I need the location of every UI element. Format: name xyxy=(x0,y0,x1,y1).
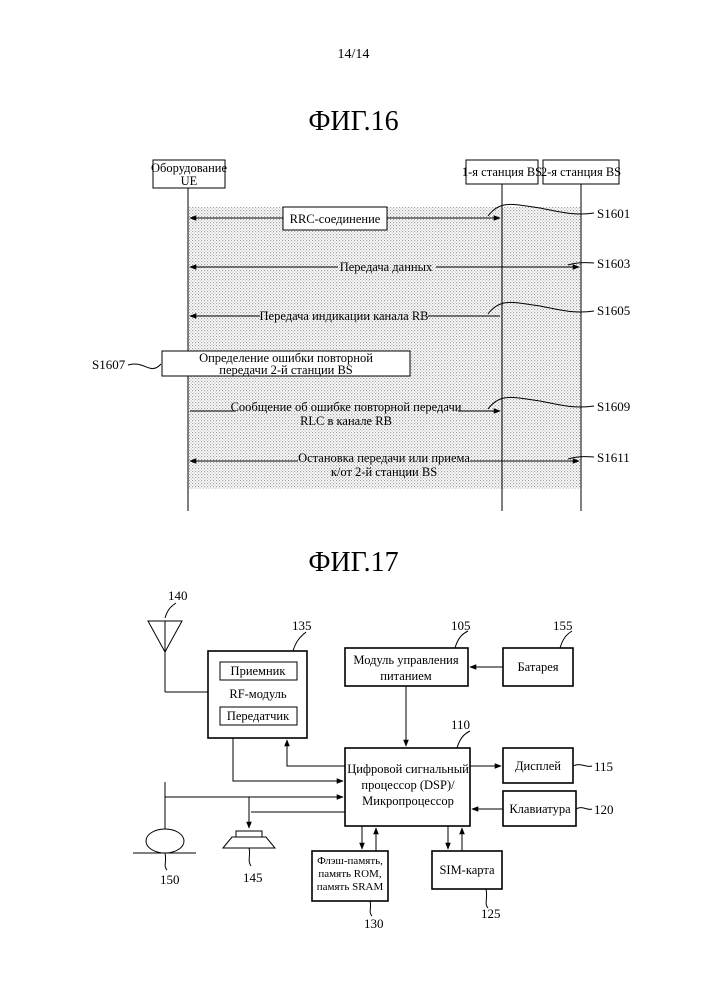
ref-135: 135 xyxy=(292,618,312,633)
entity-ue: Оборудование UE xyxy=(151,160,227,188)
entity-bs2: 2-я станция BS xyxy=(541,160,621,184)
process-determine-label-2: передачи 2-й станции BS xyxy=(219,363,353,377)
step-s1607: S1607 xyxy=(92,357,126,372)
receiver-label: Приемник xyxy=(231,664,287,678)
rf-module-label: RF-модуль xyxy=(229,687,287,701)
ref-120: 120 xyxy=(594,802,614,817)
step-s1601: S1601 xyxy=(597,206,630,221)
display-label: Дисплей xyxy=(515,759,561,773)
transmitter-label: Передатчик xyxy=(227,709,290,723)
ref-130: 130 xyxy=(364,916,384,931)
power-module-label-2: питанием xyxy=(380,669,431,683)
dsp-block: Цифровой сигнальный процессор (DSP)/ Мик… xyxy=(345,748,470,826)
step-s1605: S1605 xyxy=(597,303,630,318)
memory-label-3: память SRAM xyxy=(317,881,384,893)
sim-card-label: SIM-карта xyxy=(439,863,495,877)
ref-105: 105 xyxy=(451,618,471,633)
power-module-block: Модуль управления питанием xyxy=(345,648,468,686)
step-s1603: S1603 xyxy=(597,256,630,271)
power-module-label-1: Модуль управления xyxy=(353,653,458,667)
step-s1609: S1609 xyxy=(597,399,630,414)
sequence-diagram: Оборудование UE 1-я станция BS 2-я станц… xyxy=(92,160,630,511)
message-rlc-error-report: Сообщение об ошибке повторной передачи R… xyxy=(190,399,500,428)
entity-bs2-label: 2-я станция BS xyxy=(541,165,621,179)
memory-label-1: Флэш-память, xyxy=(317,855,383,867)
battery-label: Батарея xyxy=(517,660,558,674)
memory-label-2: память ROM, xyxy=(318,868,381,880)
message-rb-indication-label: Передача индикации канала RB xyxy=(260,309,429,323)
dsp-label-1: Цифровой сигнальный xyxy=(347,762,469,776)
ref-115: 115 xyxy=(594,759,613,774)
memory-block: Флэш-память, память ROM, память SRAM xyxy=(312,851,388,901)
message-rlc-label-1: Сообщение об ошибке повторной передачи xyxy=(231,400,462,414)
ref-140: 140 xyxy=(168,588,188,603)
antenna-icon xyxy=(148,603,208,692)
entity-bs1-label: 1-я станция BS xyxy=(462,165,542,179)
ref-150: 150 xyxy=(160,872,180,887)
message-stop-label-1: Остановка передачи или приема xyxy=(298,451,470,465)
ref-110: 110 xyxy=(451,717,470,732)
ref-125: 125 xyxy=(481,906,501,921)
message-data-label: Передача данных xyxy=(340,260,433,274)
battery-block: Батарея xyxy=(503,648,573,686)
message-stop-label-2: к/от 2-й станции BS xyxy=(331,465,437,479)
keypad-label: Клавиатура xyxy=(509,802,571,816)
rf-module-block: Приемник RF-модуль Передатчик xyxy=(208,651,307,738)
shaded-region xyxy=(188,207,581,489)
entity-bs1: 1-я станция BS xyxy=(462,160,542,184)
message-rlc-label-2: RLC в канале RB xyxy=(300,414,392,428)
display-block: Дисплей xyxy=(503,748,573,783)
block-diagram: 140 Приемник RF-модуль Передатчик 135 Мо… xyxy=(133,588,614,931)
ref-145: 145 xyxy=(243,870,263,885)
entity-ue-label-2: UE xyxy=(181,174,198,188)
step-s1611: S1611 xyxy=(597,450,630,465)
message-rrc-label: RRC-соединение xyxy=(290,212,381,226)
ref-155: 155 xyxy=(553,618,573,633)
process-determine-error: Определение ошибки повторной передачи 2-… xyxy=(162,351,410,377)
sim-card-block: SIM-карта xyxy=(432,851,502,889)
dsp-label-2: процессор (DSP)/ xyxy=(361,778,455,792)
dsp-label-3: Микропроцессор xyxy=(362,794,454,808)
keypad-block: Клавиатура xyxy=(503,791,576,826)
entity-ue-label-1: Оборудование xyxy=(151,161,227,175)
